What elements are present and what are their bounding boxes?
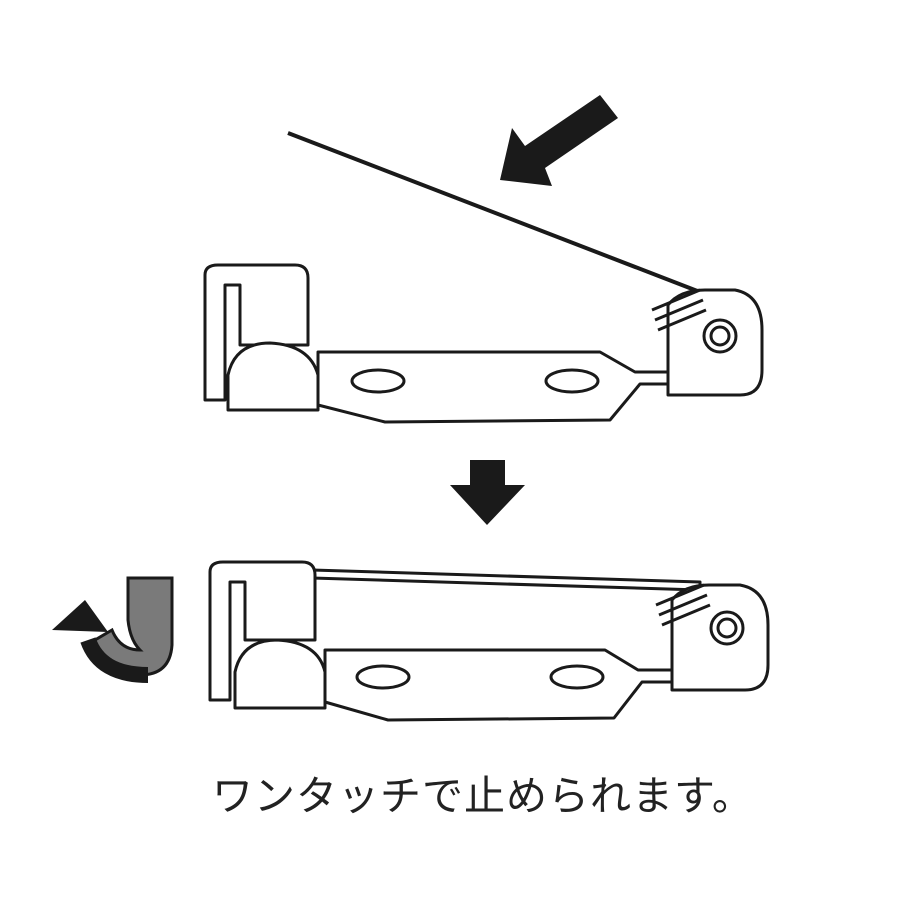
plate-hole [350,368,406,394]
curved-arrow-icon [52,576,174,683]
open-brooch-pin [203,131,764,424]
clasp-cap [226,341,320,412]
plate-hole [355,664,411,690]
clasp-cap [233,638,327,710]
plate-hole [549,664,605,690]
down-arrow-icon [450,460,525,525]
closed-brooch-pin [208,560,770,722]
closed-pin-needle [310,568,702,592]
clasp-catch [208,560,317,702]
caption-text: ワンタッチで止められます。 [212,772,754,820]
diagonal-arrow-icon [500,95,618,186]
open-pin-needle [287,131,701,294]
plate-hole [544,368,600,394]
